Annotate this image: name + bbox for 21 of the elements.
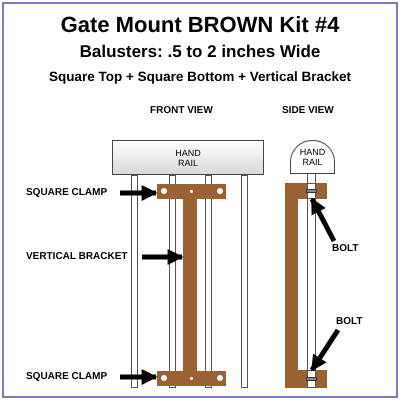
hand-rail: HAND RAIL (290, 140, 335, 174)
part-label: SQUARE CLAMP (26, 371, 108, 383)
side-bracket (285, 183, 327, 199)
arrow (120, 185, 158, 201)
subtitle: Square Top + Square Bottom + Vertical Bracket (48, 69, 352, 84)
hand-rail: HAND RAIL (112, 140, 264, 175)
part-label: VERTICAL BRACKET (26, 251, 128, 263)
subtitle: Balusters: .5 to 2 inches Wide (78, 42, 322, 62)
arrow (310, 328, 340, 372)
square-clamp (157, 371, 226, 386)
side-bracket (285, 370, 327, 388)
view-heading: SIDE VIEW (282, 105, 334, 116)
view-heading: FRONT VIEW (150, 105, 213, 116)
arrow (120, 369, 158, 385)
title: Gate Mount BROWN Kit #4 (60, 12, 340, 38)
part-label: SQUARE CLAMP (26, 187, 108, 199)
part-label: BOLT (332, 243, 358, 255)
part-label: BOLT (336, 316, 362, 328)
arrow (310, 198, 336, 242)
square-clamp (157, 184, 226, 199)
arrow (142, 249, 184, 265)
